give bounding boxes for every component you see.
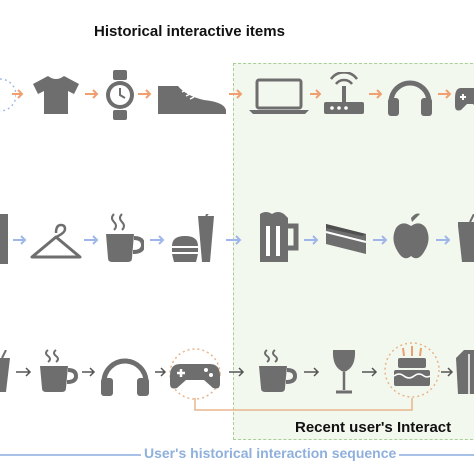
page-title: Historical interactive items — [94, 23, 285, 40]
beer-mug-icon — [256, 210, 300, 264]
arrow — [138, 89, 152, 99]
arrow — [362, 367, 378, 377]
coffee-cup-icon — [257, 348, 297, 394]
drink-cup-icon — [456, 214, 474, 264]
recent-interactions-label: Recent user's Interact — [295, 419, 452, 436]
arrow — [229, 89, 243, 99]
arrow — [150, 235, 165, 245]
arrow — [436, 235, 451, 245]
wine-glass-icon — [330, 348, 358, 396]
arrow — [441, 367, 454, 377]
shoe-icon — [156, 82, 228, 116]
arrow — [84, 235, 99, 245]
arrow — [304, 235, 319, 245]
birthday-cake-icon — [384, 342, 440, 398]
arrow — [310, 89, 322, 99]
laptop-icon — [249, 78, 309, 114]
fast-food-icon — [170, 214, 216, 264]
router-icon — [322, 72, 366, 118]
sequence-caption: User's historical interaction sequence — [141, 445, 400, 461]
wristwatch-icon — [105, 70, 135, 120]
arrow — [155, 367, 167, 377]
pants-icon — [0, 214, 10, 264]
jacket-icon — [456, 350, 474, 394]
row-3-arrows — [16, 367, 454, 377]
partial-item-icon — [0, 75, 16, 115]
arrow — [16, 367, 32, 377]
headphones-icon — [98, 350, 152, 398]
gamepad-icon — [166, 348, 224, 400]
headphones-icon — [385, 72, 435, 118]
cake-slice-icon — [324, 220, 368, 256]
arrow — [226, 235, 242, 245]
arrow — [85, 89, 99, 99]
arrow — [13, 235, 27, 245]
drink-cup-icon — [0, 350, 12, 394]
arrow — [229, 367, 245, 377]
related-items-connector — [194, 398, 413, 411]
apple-icon — [392, 212, 430, 262]
coffee-cup-icon — [38, 348, 78, 394]
coffee-cup-icon — [104, 212, 144, 264]
gamepad-icon — [455, 84, 474, 114]
arrow — [373, 235, 388, 245]
arrow — [304, 367, 320, 377]
tshirt-icon — [32, 74, 80, 116]
arrow — [82, 367, 96, 377]
row-1-arrows — [12, 89, 452, 99]
row-2-arrows — [13, 235, 451, 245]
arrow — [12, 89, 24, 99]
arrow — [438, 89, 452, 99]
hanger-icon — [30, 219, 82, 263]
arrow — [369, 89, 383, 99]
